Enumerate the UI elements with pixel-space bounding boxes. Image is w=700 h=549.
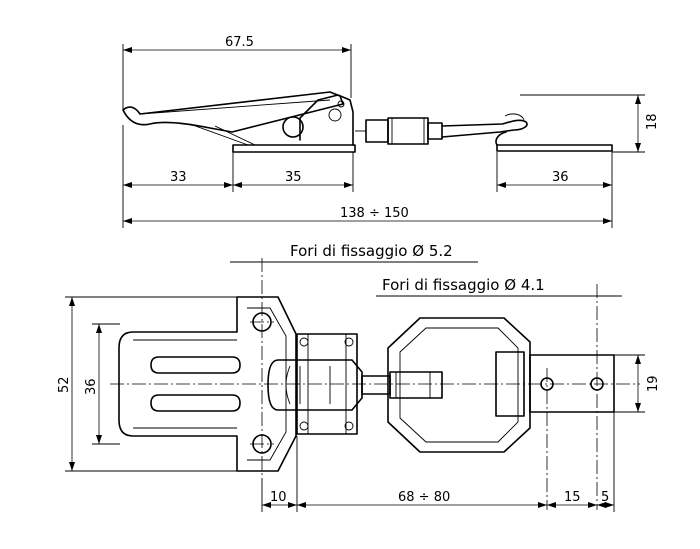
dim-hole-spacing: 15 bbox=[564, 490, 581, 505]
dim-total-length: 67.5 bbox=[225, 35, 254, 50]
side-catch-plate bbox=[496, 144, 613, 152]
side-spindle-nut bbox=[365, 119, 389, 143]
side-view: 67.5 18 33 35 36 138 ÷ 150 bbox=[122, 35, 660, 228]
dim-overall-range: 138 ÷ 150 bbox=[340, 206, 409, 221]
dim-middle-segment: 35 bbox=[285, 170, 302, 185]
dim-left-segment: 33 bbox=[170, 170, 187, 185]
dim-height: 18 bbox=[645, 113, 660, 130]
dim-left-offset: 10 bbox=[270, 490, 287, 505]
side-hook-rod bbox=[441, 119, 528, 138]
dim-inner-height: 36 bbox=[84, 378, 99, 395]
plan-latch-hook bbox=[387, 317, 531, 453]
dim-plate-height: 19 bbox=[646, 375, 661, 392]
note-small-holes: Fori di fissaggio Ø 4.1 bbox=[382, 276, 545, 294]
side-base-plate bbox=[232, 144, 356, 153]
lever-slot-top bbox=[150, 356, 241, 374]
dim-stroke-range: 68 ÷ 80 bbox=[398, 490, 450, 505]
side-pivot-hole bbox=[282, 116, 304, 138]
dim-base-height: 52 bbox=[57, 376, 72, 393]
side-lever bbox=[122, 91, 344, 133]
plan-view: Fori di fissaggio Ø 5.2 Fori di fissaggi… bbox=[57, 242, 661, 512]
lever-slot-bottom bbox=[150, 394, 241, 412]
plan-catch-plate bbox=[529, 354, 615, 413]
note-large-holes: Fori di fissaggio Ø 5.2 bbox=[290, 242, 453, 260]
plan-threaded-spindle bbox=[361, 375, 391, 395]
dim-end-offset: 5 bbox=[601, 490, 609, 505]
dim-right-segment: 36 bbox=[552, 170, 569, 185]
side-pivot-block bbox=[299, 94, 354, 146]
